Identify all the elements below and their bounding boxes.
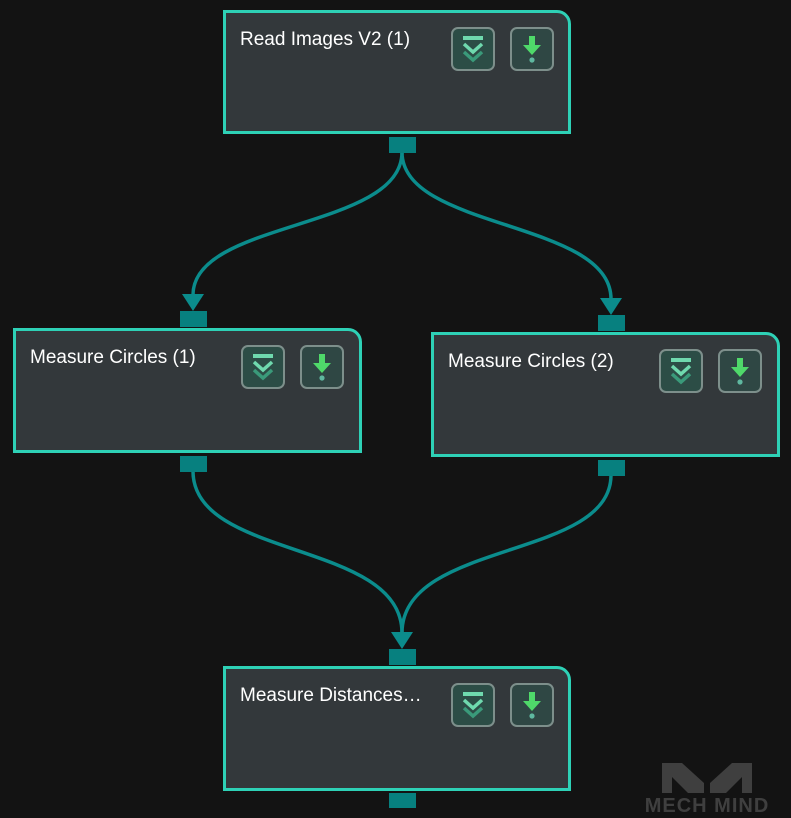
node-title: Measure Distances… (240, 685, 422, 706)
debug-button[interactable] (510, 27, 554, 71)
collapse-chevron-icon (252, 354, 274, 381)
debug-button[interactable] (718, 349, 762, 393)
collapse-chevron-icon (462, 36, 484, 63)
arrowhead-circles-1 (182, 294, 204, 311)
input-port-circles-1[interactable] (180, 311, 207, 327)
collapse-button[interactable] (451, 683, 495, 727)
wire-circles-2-to-distances (400, 474, 613, 634)
node-title: Measure Circles (2) (448, 351, 614, 372)
collapse-chevron-icon (462, 692, 484, 719)
input-port-distances[interactable] (389, 649, 416, 665)
node-read-images[interactable]: Read Images V2 (1) (223, 10, 571, 134)
arrowhead-circles-2 (600, 298, 622, 315)
arrowhead-distances (391, 632, 413, 649)
watermark-text: MECH MIND (644, 795, 770, 817)
node-measure-circles-1[interactable]: Measure Circles (1) (13, 328, 362, 453)
wire-read-to-circles-2 (400, 151, 613, 300)
debug-arrow-icon (313, 354, 331, 381)
node-measure-distances[interactable]: Measure Distances… (223, 666, 571, 791)
collapse-button[interactable] (451, 27, 495, 71)
wire-read-to-circles-1 (191, 151, 404, 296)
collapse-button[interactable] (241, 345, 285, 389)
debug-arrow-icon (523, 692, 541, 719)
output-port-read-images[interactable] (389, 137, 416, 153)
wire-circles-1-to-distances (191, 470, 404, 634)
node-title: Read Images V2 (1) (240, 29, 411, 50)
input-port-circles-2[interactable] (598, 315, 625, 331)
output-port-distances[interactable] (389, 793, 416, 808)
output-port-circles-1[interactable] (180, 456, 207, 472)
debug-arrow-icon (523, 36, 541, 63)
node-measure-circles-2[interactable]: Measure Circles (2) (431, 332, 780, 457)
mech-mind-logo-icon (662, 763, 752, 793)
debug-button[interactable] (300, 345, 344, 389)
mech-mind-watermark: MECH MIND (642, 761, 772, 817)
debug-arrow-icon (731, 358, 749, 385)
debug-button[interactable] (510, 683, 554, 727)
output-port-circles-2[interactable] (598, 460, 625, 476)
node-title: Measure Circles (1) (30, 347, 196, 368)
collapse-chevron-icon (670, 358, 692, 385)
collapse-button[interactable] (659, 349, 703, 393)
